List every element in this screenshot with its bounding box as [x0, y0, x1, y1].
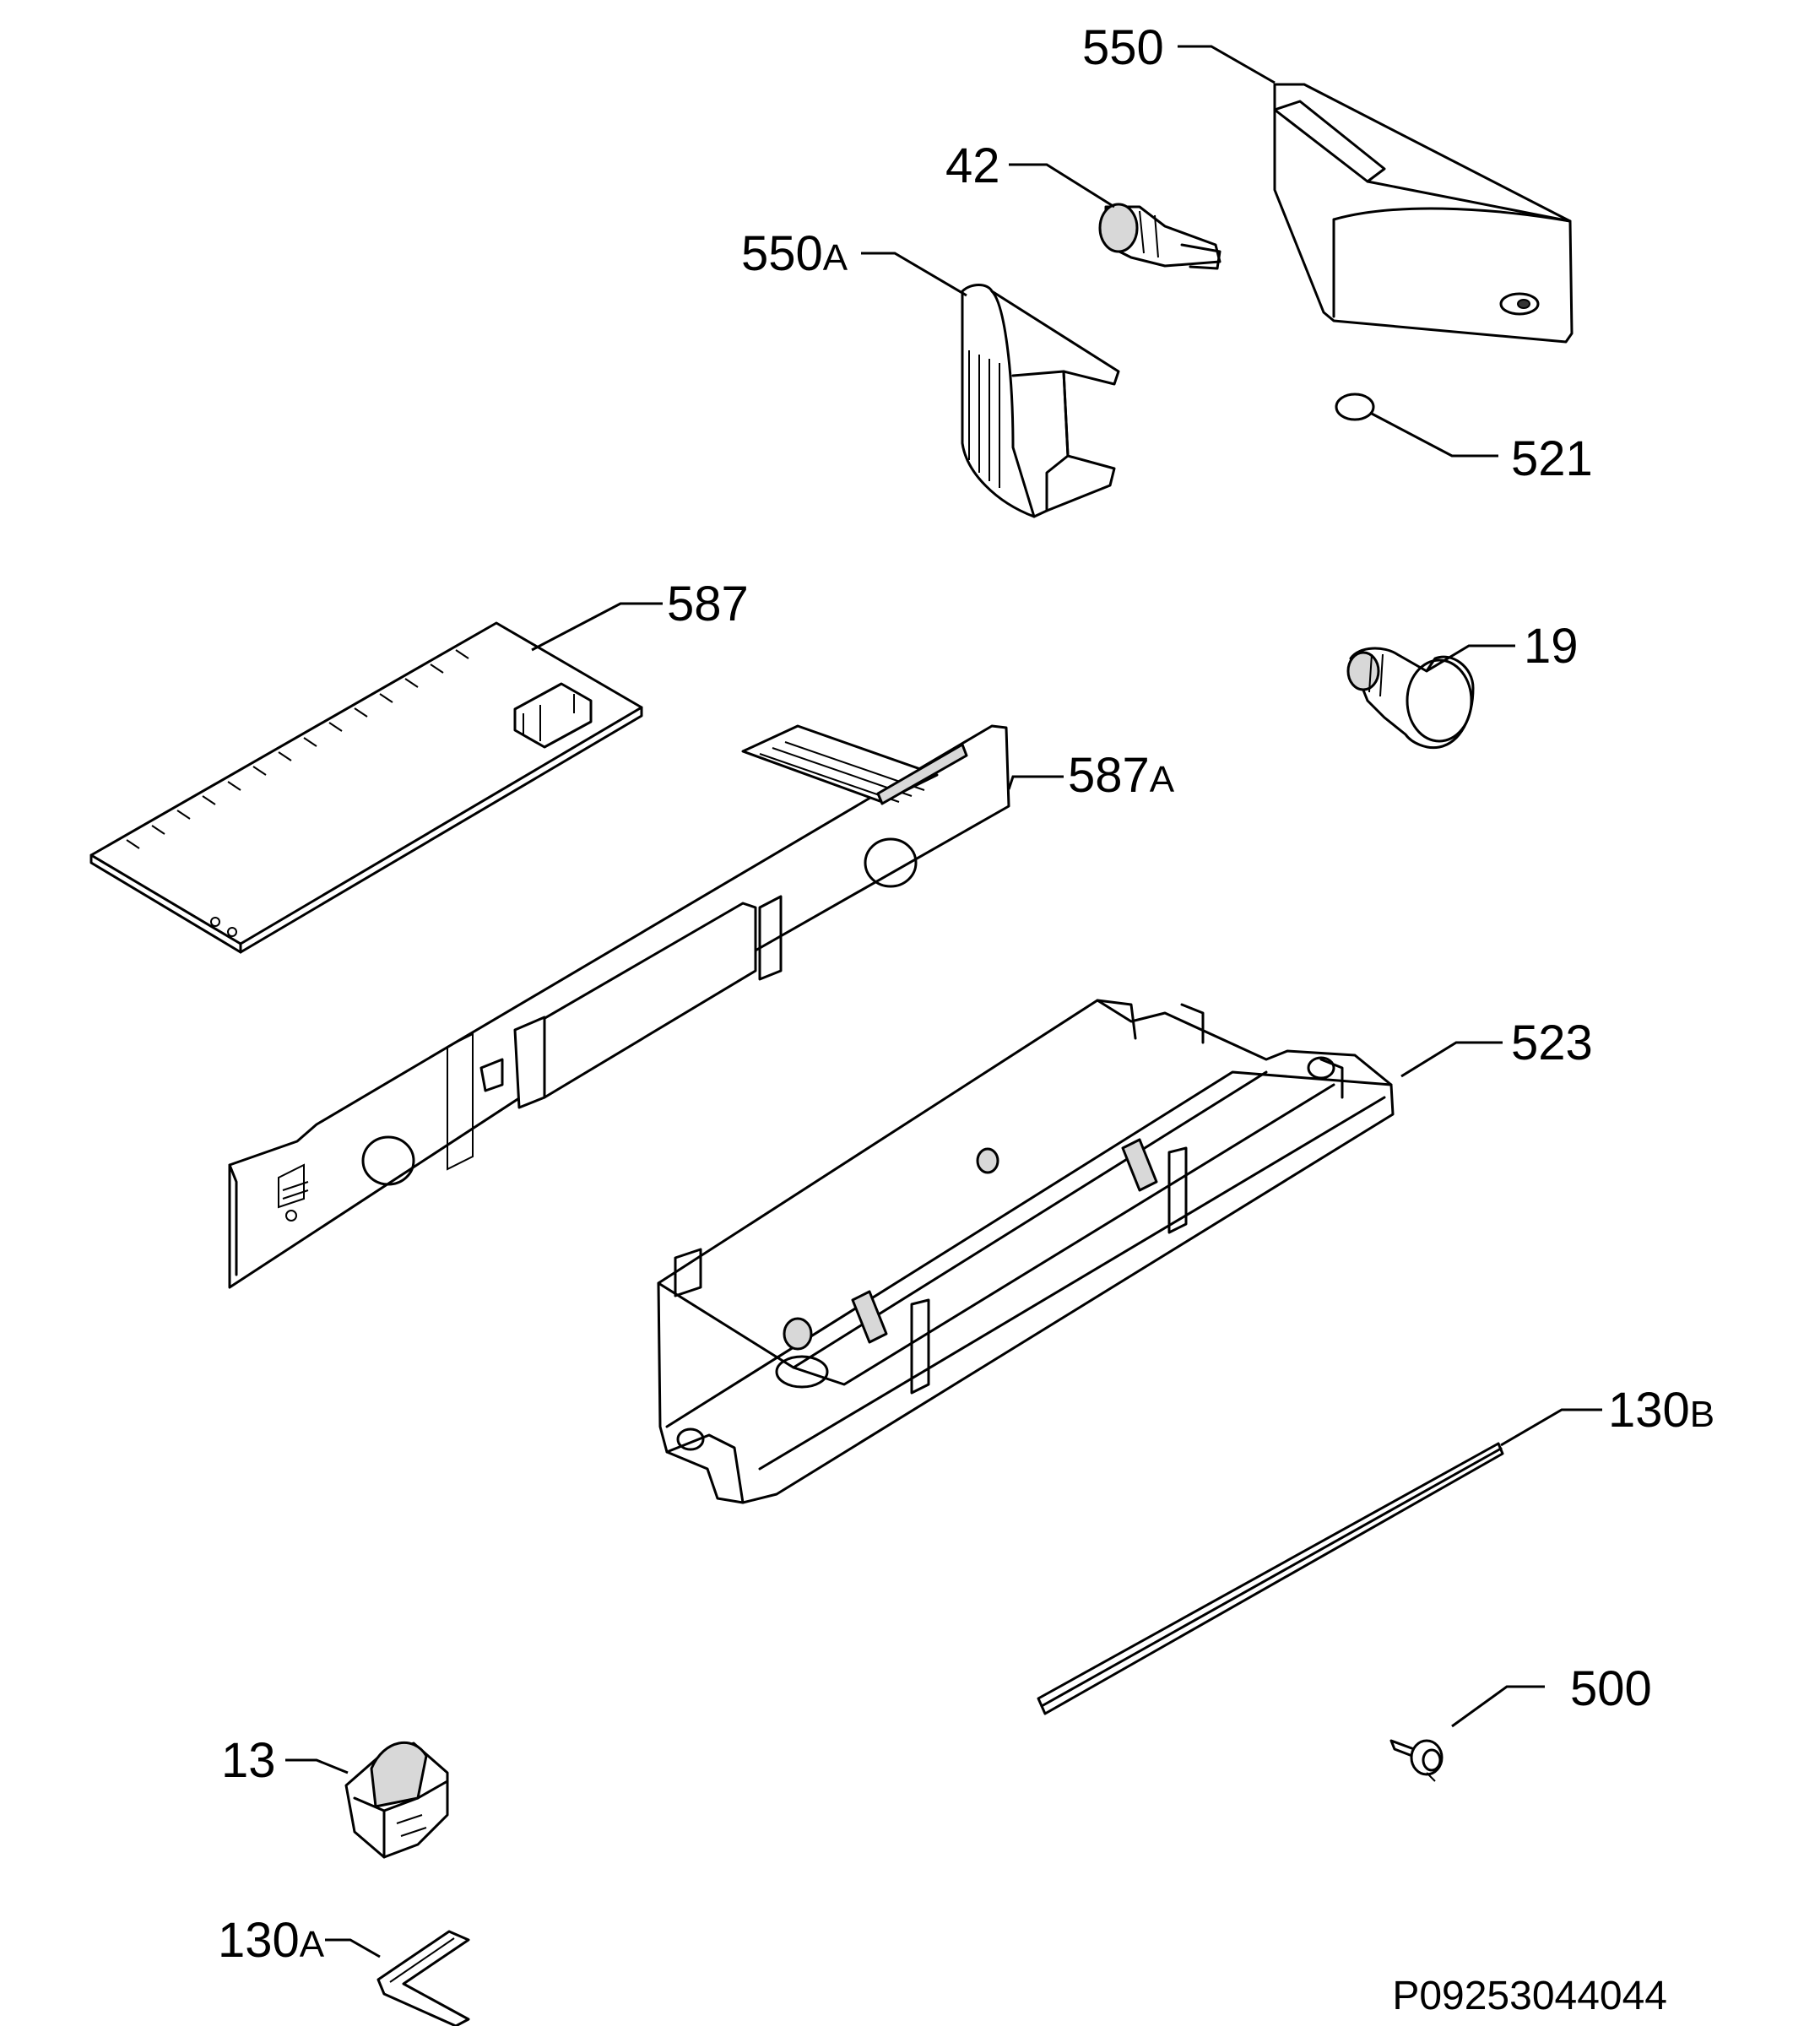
callout-500: 500	[1570, 1661, 1652, 1716]
callout-550: 550	[1082, 20, 1164, 75]
callout-587: 587	[667, 577, 749, 631]
callout-labels: 550 42 550A 521 587 19 587A 523 130B 500…	[218, 20, 1714, 1968]
callout-19: 19	[1524, 619, 1579, 674]
callout-130a: 130A	[218, 1913, 325, 1968]
part-587-circuit-board[interactable]	[89, 621, 643, 954]
part-587a-control-board[interactable]	[228, 724, 1010, 1289]
callout-13: 13	[221, 1733, 276, 1788]
callout-587a: 587A	[1068, 748, 1175, 803]
callout-521: 521	[1511, 431, 1593, 486]
part-13-switch[interactable]	[344, 1742, 449, 1859]
part-19-lamp-bulb[interactable]	[1346, 647, 1475, 750]
callout-523: 523	[1511, 1016, 1593, 1070]
part-42-lamp-socket[interactable]	[1098, 203, 1221, 270]
part-523-housing-tray[interactable]	[657, 999, 1395, 1504]
part-130b-strip[interactable]	[1037, 1442, 1504, 1715]
callout-42: 42	[945, 138, 1000, 193]
callout-130b: 130B	[1608, 1383, 1714, 1438]
callout-550a: 550A	[741, 226, 848, 281]
part-500-screw[interactable]	[1389, 1739, 1444, 1782]
part-550a-end-cap[interactable]	[961, 284, 1120, 518]
part-130a-corner[interactable]	[376, 1930, 470, 2026]
document-number: P09253044044	[1392, 1974, 1667, 2018]
part-521-o-ring[interactable]	[1335, 393, 1375, 421]
leader-lines	[285, 45, 1602, 1958]
part-550-lamp-cover[interactable]	[1273, 83, 1574, 344]
